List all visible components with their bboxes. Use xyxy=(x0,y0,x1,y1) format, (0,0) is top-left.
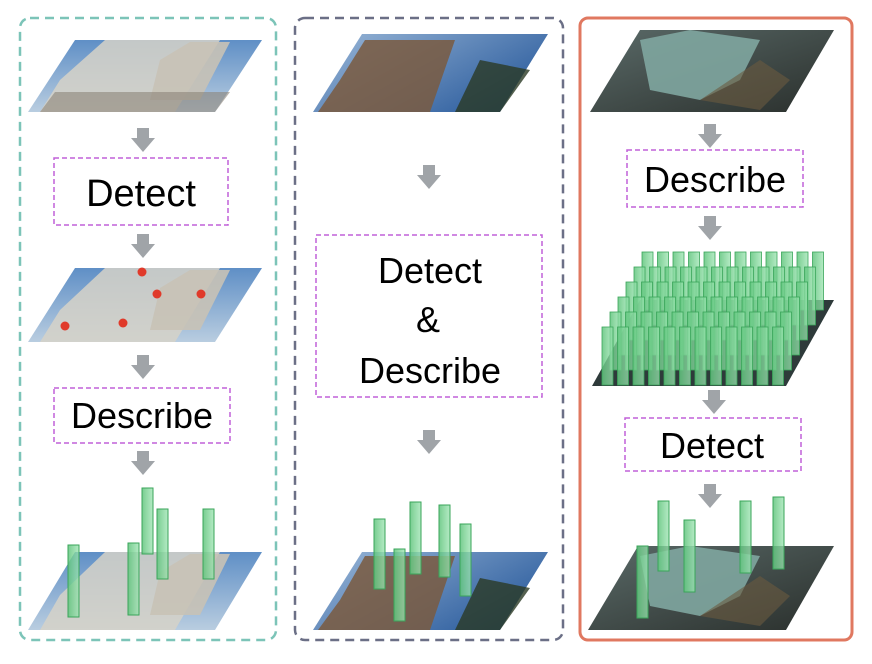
descriptor-bar-icon xyxy=(710,326,722,386)
keypoint-dot-icon xyxy=(152,289,162,299)
describe-step-label: Describe xyxy=(71,395,213,436)
cathedral-descriptor-image xyxy=(28,552,262,630)
keypoint-dot-icon xyxy=(60,321,70,331)
descriptor-bar-icon xyxy=(663,326,676,386)
colosseum-image xyxy=(313,34,548,112)
down-arrow-icon xyxy=(131,128,155,152)
descriptor-bar-icon xyxy=(393,548,406,622)
down-arrow-icon xyxy=(417,430,441,454)
descriptor-bar-icon xyxy=(694,326,707,386)
ampersand-label: & xyxy=(416,299,440,340)
descriptor-bar-icon xyxy=(127,542,140,616)
descriptor-bars xyxy=(636,496,785,619)
descriptor-bar-icon xyxy=(632,326,645,386)
describe-step-box xyxy=(53,387,231,444)
descriptor-bar-icon xyxy=(741,326,753,386)
descriptor-bar-icon xyxy=(725,326,738,386)
down-arrow-icon xyxy=(698,124,722,148)
detect-describe-step-box xyxy=(315,234,543,398)
descriptor-bar-icon xyxy=(772,326,784,386)
keypoint-dot-icon xyxy=(118,318,128,328)
describe-step-label: Describe xyxy=(644,159,786,200)
descriptor-bar-icon xyxy=(679,326,691,386)
down-arrow-icon xyxy=(702,390,726,414)
descriptor-bar-icon xyxy=(438,504,451,578)
detect-step-label: Detect xyxy=(660,425,764,466)
descriptor-bars xyxy=(67,487,215,618)
liberty-image xyxy=(590,30,834,112)
detect-step-box xyxy=(624,417,802,472)
descriptor-bar-icon xyxy=(648,326,660,386)
detect-step-box xyxy=(53,157,229,226)
down-arrow-icon xyxy=(417,165,441,189)
down-arrow-icon xyxy=(698,484,722,508)
cathedral-keypoint-image xyxy=(28,267,262,342)
descriptor-bar-icon xyxy=(67,544,80,618)
dense-descriptor-bars xyxy=(601,251,824,386)
descriptor-bar-icon xyxy=(409,501,422,575)
descriptor-bar-icon xyxy=(156,508,169,580)
descriptor-bars xyxy=(373,501,472,622)
descriptor-bar-icon xyxy=(373,518,386,590)
descriptor-bar-icon xyxy=(202,508,215,580)
descriptor-bar-icon xyxy=(141,487,154,555)
panel-3: Describe Detect xyxy=(588,30,834,630)
descriptor-bar-icon xyxy=(617,326,629,386)
descriptor-bar-icon xyxy=(601,326,614,386)
colosseum-descriptor-image xyxy=(313,552,548,630)
keypoint-dot-icon xyxy=(137,267,147,277)
down-arrow-icon xyxy=(131,234,155,258)
detect-step-label: Detect xyxy=(378,250,482,291)
descriptor-bar-icon xyxy=(657,500,670,572)
descriptor-bar-icon xyxy=(636,545,649,619)
detect-step-label: Detect xyxy=(86,173,196,215)
dense-descriptor-grid xyxy=(592,251,834,386)
descriptor-bar-icon xyxy=(683,519,696,593)
descriptor-bar-icon xyxy=(772,496,785,570)
descriptor-bar-icon xyxy=(756,326,769,386)
keypoint-dot-icon xyxy=(196,289,206,299)
panel-3-frame xyxy=(578,16,854,642)
describe-step-box xyxy=(626,149,804,208)
liberty-descriptor-image xyxy=(588,546,834,630)
panel-2-frame xyxy=(293,16,565,642)
describe-step-label: Describe xyxy=(359,350,501,391)
down-arrow-icon xyxy=(131,451,155,475)
down-arrow-icon xyxy=(698,216,722,240)
panel-1: Detect Describe xyxy=(28,40,262,630)
down-arrow-icon xyxy=(131,355,155,379)
descriptor-bar-icon xyxy=(459,523,472,597)
cathedral-image xyxy=(28,40,262,112)
panel-2: Detect & Describe xyxy=(313,34,548,630)
descriptor-bar-icon xyxy=(739,500,752,574)
